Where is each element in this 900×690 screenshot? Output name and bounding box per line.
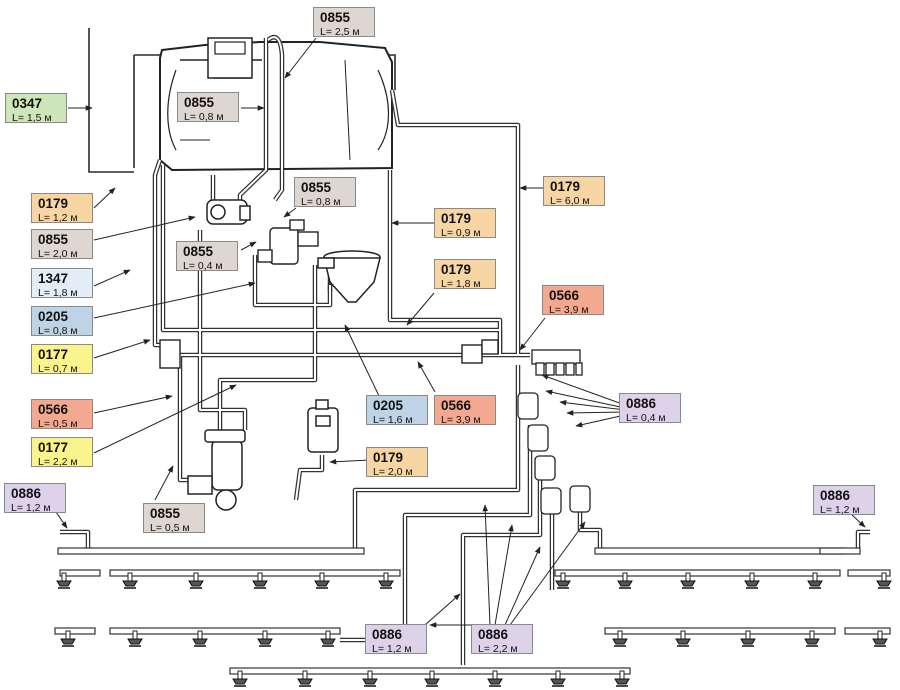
hose-code: 0886 <box>626 396 657 411</box>
hose-label: 0205 L= 1,6 м <box>366 395 428 426</box>
main-valve <box>159 339 499 369</box>
hose-label: 0855 L= 0,8 м <box>177 92 239 123</box>
main-tank <box>159 37 393 172</box>
hose-label: 1347 L= 1,8 м <box>31 268 93 299</box>
hose-length: L= 1,5 м <box>12 111 52 124</box>
hose-length: L= 1,6 м <box>373 413 413 426</box>
hose-code: 0855 <box>183 244 214 259</box>
hose-length: L= 0,8 м <box>38 324 78 337</box>
hose-code: 0179 <box>38 196 69 211</box>
hose-code: 0347 <box>12 96 43 111</box>
hose-code: 0205 <box>38 309 69 324</box>
hose-code: 0566 <box>441 398 472 413</box>
hose-label: 0855 L= 2,0 м <box>31 229 93 260</box>
hose-code: 0886 <box>11 486 42 501</box>
hose-length: L= 1,2 м <box>372 642 412 655</box>
hose-label: 0886 L= 1,2 м <box>365 624 427 655</box>
hose-label: 0179 L= 1,2 м <box>31 193 93 224</box>
hose-label: 0179 L= 2,0 м <box>366 447 428 478</box>
hose-length: L= 0,5 м <box>150 521 190 534</box>
hose-length: L= 1,2 м <box>820 503 860 516</box>
spray-booms <box>54 547 891 675</box>
hose-label: 0177 L= 2,2 м <box>31 437 93 468</box>
hose-label: 0886 L= 2,2 м <box>471 624 533 655</box>
hose-code: 0886 <box>478 627 509 642</box>
hose-label: 0177 L= 0,7 м <box>31 344 93 375</box>
hose-length: L= 1,2 м <box>38 211 78 224</box>
hose-label: 0886 L= 1,2 м <box>813 485 875 516</box>
hose-label: 0855 L= 0,4 м <box>176 241 238 272</box>
hose-code: 0855 <box>184 95 215 110</box>
hose-length: L= 3,9 м <box>441 413 481 426</box>
hose-code: 0205 <box>373 398 404 413</box>
hose-code: 0855 <box>320 10 351 25</box>
hose-length: L= 2,2 м <box>478 642 518 655</box>
hose-label: 0855 L= 2,5 м <box>313 7 375 38</box>
hose-label: 0566 L= 3,9 м <box>434 395 496 426</box>
hose-length: L= 0,5 м <box>38 417 78 430</box>
hose-code: 0855 <box>150 506 181 521</box>
hose-length: L= 1,2 м <box>11 501 51 514</box>
clean-water-tank <box>307 399 339 453</box>
hose-length: L= 6,0 м <box>550 194 590 207</box>
hose-code: 0179 <box>441 262 472 277</box>
hose-length: L= 2,0 м <box>373 465 413 478</box>
hose-code: 0886 <box>372 627 403 642</box>
leader-arrows <box>55 37 866 628</box>
hose-code: 0855 <box>38 232 69 247</box>
hose-label: 0179 L= 6,0 м <box>543 176 605 207</box>
suction-filter <box>187 429 246 511</box>
hose-code: 0855 <box>301 180 332 195</box>
section-filters <box>517 392 591 515</box>
hose-length: L= 2,5 м <box>320 25 360 38</box>
hose-length: L= 0,7 м <box>38 362 78 375</box>
hose-length: L= 0,9 м <box>441 226 481 239</box>
hose-length: L= 1,8 м <box>38 286 78 299</box>
hose-length: L= 0,8 м <box>184 110 224 123</box>
hose-code: 0177 <box>38 440 69 455</box>
hose-label: 0179 L= 1,8 м <box>434 259 496 290</box>
hose-label: 0886 L= 0,4 м <box>619 393 681 424</box>
hose-length: L= 0,8 м <box>301 195 341 208</box>
hose-code: 1347 <box>38 271 69 286</box>
hose-code: 0179 <box>441 211 472 226</box>
hose-length: L= 0,4 м <box>626 411 666 424</box>
hose-label: 0205 L= 0,8 м <box>31 306 93 337</box>
hose-code: 0177 <box>38 347 69 362</box>
hose-label: 0855 L= 0,5 м <box>143 503 205 534</box>
hose-length: L= 3,9 м <box>549 303 589 316</box>
hose-label: 0179 L= 0,9 м <box>434 208 496 239</box>
hose-label: 0566 L= 0,5 м <box>31 399 93 430</box>
hose-length: L= 2,2 м <box>38 455 78 468</box>
hose-label: 0855 L= 0,8 м <box>294 177 356 208</box>
hose-code: 0886 <box>820 488 851 503</box>
hose-length: L= 1,8 м <box>441 277 481 290</box>
hose-label: 0566 L= 3,9 м <box>542 285 604 316</box>
hose-length: L= 0,4 м <box>183 259 223 272</box>
section-valve-manifold <box>531 349 583 376</box>
induction-hopper <box>317 250 381 303</box>
hose-code: 0566 <box>38 402 69 417</box>
hose-code: 0179 <box>373 450 404 465</box>
hose-length: L= 2,0 м <box>38 247 78 260</box>
hose-label: 0347 L= 1,5 м <box>5 93 67 124</box>
pressure-regulator <box>257 219 319 265</box>
hose-label: 0886 L= 1,2 м <box>4 483 66 514</box>
hose-code: 0179 <box>550 179 581 194</box>
hose-code: 0566 <box>549 288 580 303</box>
pump <box>206 199 251 225</box>
